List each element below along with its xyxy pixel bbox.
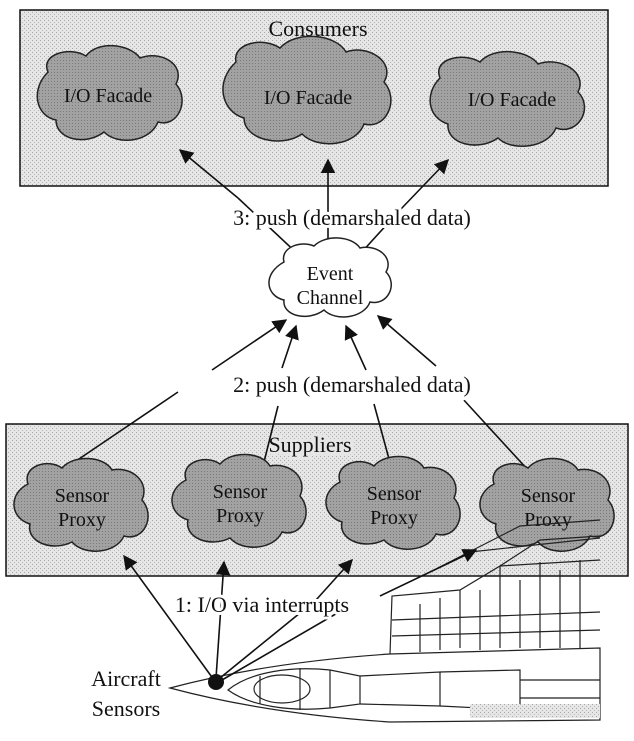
arrow-to-proxy-4 (379, 549, 478, 597)
io-facade-3: I/O Facade (429, 50, 586, 147)
sensor-proxy-1-label-2: Proxy (58, 509, 106, 531)
io-interrupt-arrows (123, 549, 478, 681)
arrow-line (219, 599, 317, 679)
aircraft-label-1: Aircraft (91, 666, 161, 691)
arrow-from-proxy-4 (376, 315, 437, 367)
sensor-proxy-3-label-2: Proxy (370, 507, 418, 529)
sensor-proxy-4: Sensor Proxy (479, 457, 615, 552)
arrow-from-proxy-1 (211, 319, 288, 371)
arrow-to-proxy-2 (215, 560, 231, 679)
sensor-proxy-3-label-1: Sensor (367, 483, 422, 505)
sensor-proxy-3: Sensor Proxy (325, 455, 461, 550)
label-push-consumers: 3: push (demarshaled data) (233, 205, 471, 230)
label-io-interrupts: 1: I/O via interrupts (175, 592, 349, 617)
arrow-line (221, 607, 347, 681)
sensor-proxy-2-label-1: Sensor (213, 481, 268, 503)
io-facade-1-label: I/O Facade (64, 85, 152, 107)
label-push-channel: 2: push (demarshaled data) (233, 372, 471, 397)
io-facade-2: I/O Facade (222, 35, 392, 145)
io-facade-1: I/O Facade (36, 44, 183, 141)
sensor-proxy-4-label-1: Sensor (521, 485, 576, 507)
sensor-proxy-1: Sensor Proxy (13, 457, 149, 552)
sensor-proxy-1-label-1: Sensor (55, 485, 110, 507)
aircraft-label-2: Sensors (92, 696, 160, 721)
arrow-to-proxy-1 (123, 554, 215, 681)
io-facade-3-label: I/O Facade (468, 89, 556, 111)
arrow-to-facade-3 (399, 158, 449, 211)
event-channel-label-2: Channel (297, 287, 364, 309)
arrow-line (461, 397, 529, 471)
arrow-from-proxy-2 (281, 324, 299, 369)
event-channel: Event Channel (268, 237, 392, 318)
arrow-to-proxy-3 (315, 558, 353, 601)
sensor-proxy-4-label-2: Proxy (524, 509, 572, 531)
io-facade-2-label: I/O Facade (264, 87, 352, 109)
sensor-proxy-2-label-2: Proxy (216, 505, 264, 527)
aircraft-illustration (167, 519, 601, 723)
arrow-to-facade-1 (178, 149, 239, 199)
sensor-proxy-2: Sensor Proxy (171, 453, 307, 548)
suppliers-title: Suppliers (268, 432, 351, 457)
event-channel-label-1: Event (307, 263, 354, 285)
arrow-from-proxy-3 (344, 324, 367, 371)
sensor-dot (208, 674, 224, 690)
